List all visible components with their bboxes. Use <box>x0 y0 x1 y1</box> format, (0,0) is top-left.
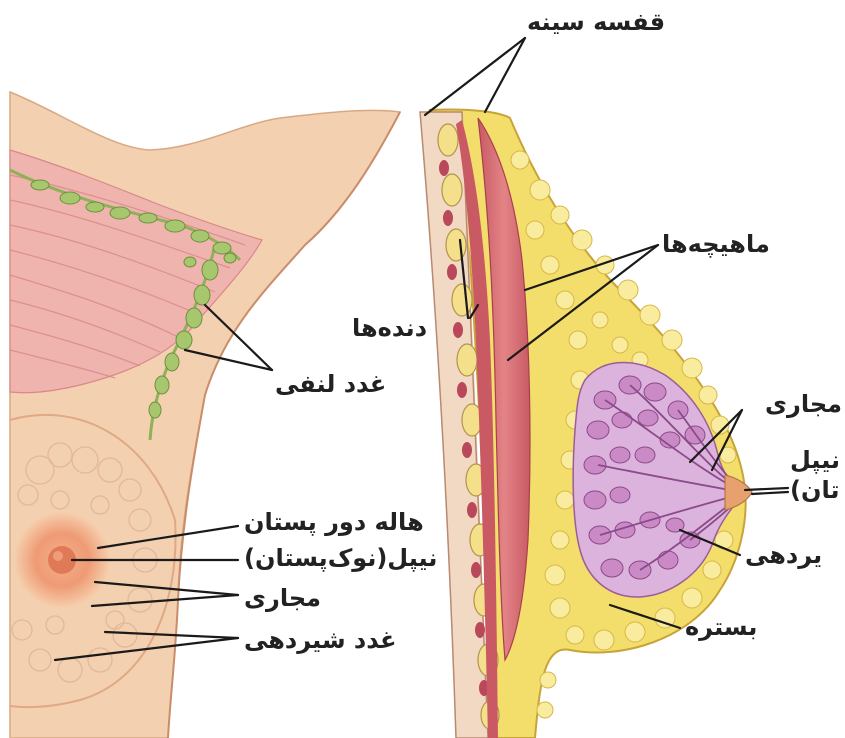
label-muscles: ماهیچه‌ها <box>662 232 770 256</box>
nipple-section <box>725 475 752 510</box>
label-rib-cage: قفسه سینه <box>527 10 665 34</box>
label-milk-gland-left: غدد شیردهی <box>244 628 397 652</box>
cross-section-view <box>420 109 752 738</box>
label-nipple-left: نیپل(نوک‌پستان) <box>244 546 437 570</box>
label-milk-gland-right: یردهی <box>745 543 822 567</box>
label-ducts-left: مجاری <box>244 586 321 610</box>
label-ribs: دنده‌ها <box>352 316 427 340</box>
label-nipple-right-1: نیپل <box>790 448 840 472</box>
label-nipple-right-2: تان) <box>790 478 839 502</box>
label-tissue: بستره <box>685 615 757 639</box>
label-lymph-nodes: غدد لنفی <box>275 372 386 396</box>
label-areola: هاله دور پستان <box>244 510 424 534</box>
label-ducts-right: مجاری <box>765 392 842 416</box>
